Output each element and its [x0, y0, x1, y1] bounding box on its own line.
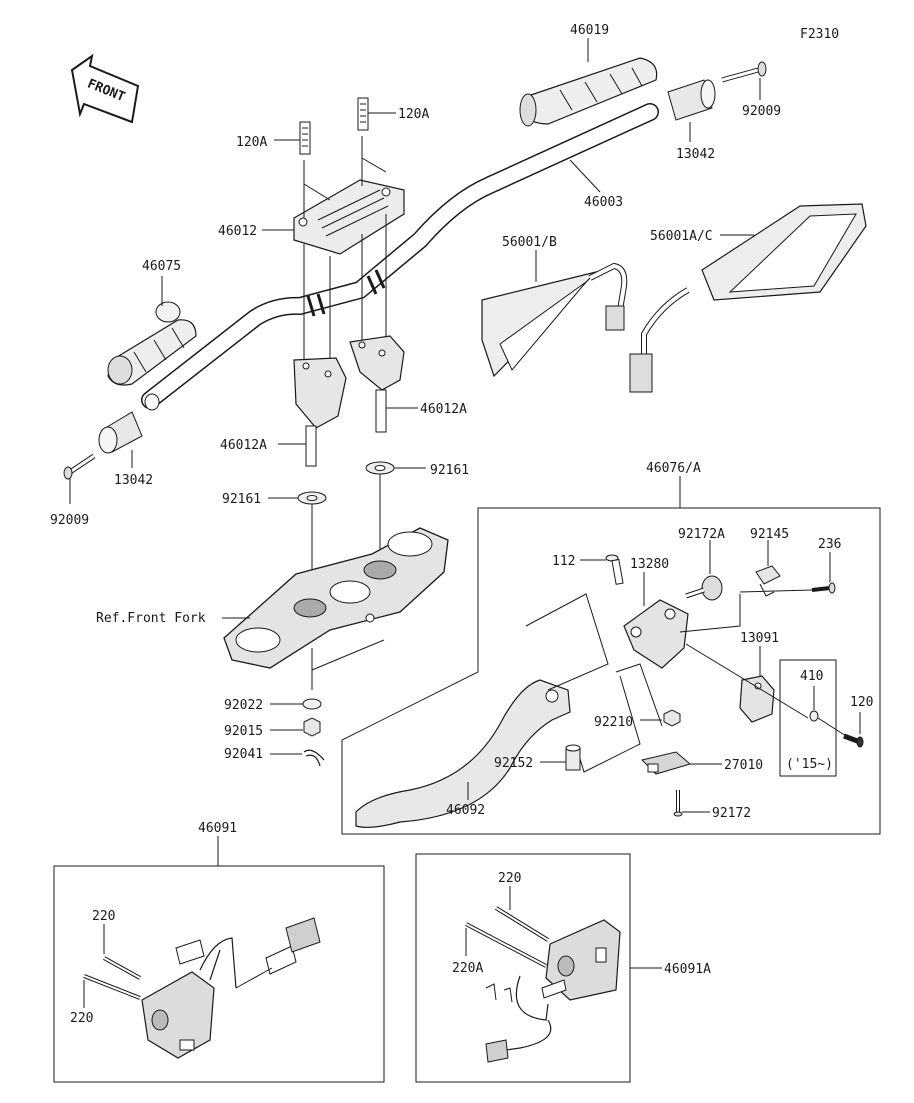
screw-220A-rh[interactable]	[465, 922, 547, 968]
label-46092: 46092	[446, 803, 485, 818]
spring-92145[interactable]	[755, 565, 781, 597]
label-46012A-left: 46012A	[220, 438, 267, 453]
label-92009-left: 92009	[50, 513, 89, 528]
left-handlebar-switch[interactable]	[141, 917, 321, 1059]
front-arrow-icon: FRONT	[70, 53, 140, 124]
label-92210: 92210	[594, 715, 633, 730]
label-13042-right: 13042	[676, 147, 715, 162]
label-220-rh: 220	[498, 871, 521, 886]
label-15: ('15~)	[786, 757, 833, 772]
left-grip-part[interactable]	[107, 301, 197, 386]
washer-410[interactable]	[809, 710, 819, 722]
year-note-box	[779, 659, 837, 777]
bolt-112[interactable]	[605, 554, 624, 585]
label-46091A: 46091A	[664, 962, 711, 977]
label-220-lh-a: 220	[92, 909, 115, 924]
upper-triple-clamp	[223, 527, 449, 669]
upper-handlebar-clamp[interactable]	[293, 179, 405, 255]
collar-92152[interactable]	[565, 744, 581, 771]
label-92161-right: 92161	[430, 463, 469, 478]
switch-holder-13091[interactable]	[739, 675, 775, 723]
label-13280: 13280	[630, 557, 669, 572]
label-92009-right: 92009	[742, 104, 781, 119]
label-46075: 46075	[142, 259, 181, 274]
upper-clamp-bolt-right[interactable]	[357, 97, 369, 131]
label-120A-right: 120A	[398, 107, 429, 122]
label-112: 112	[552, 554, 575, 569]
cotter-pin-92041[interactable]	[303, 749, 325, 767]
label-220A-rh: 220A	[452, 961, 483, 976]
label-120A-left: 120A	[236, 135, 267, 150]
right-bar-end-weight[interactable]	[667, 79, 716, 121]
washer-92161-right[interactable]	[365, 461, 395, 475]
right-grip-part[interactable]	[519, 57, 658, 127]
label-46012A-right: 46012A	[420, 402, 467, 417]
brake-switch-27010[interactable]	[641, 751, 692, 775]
label-92022: 92022	[224, 698, 263, 713]
screw-220-rh[interactable]	[494, 906, 550, 942]
label-46076A: 46076/A	[646, 461, 701, 476]
nut-92015[interactable]	[303, 717, 321, 737]
label-92145: 92145	[750, 527, 789, 542]
label-410: 410	[800, 669, 823, 684]
lh-switch-frame	[53, 865, 385, 1083]
nut-92210[interactable]	[663, 709, 681, 727]
left-bar-end-screw[interactable]	[63, 453, 96, 480]
washer-92161-left[interactable]	[297, 491, 327, 505]
lower-handlebar-holder-left[interactable]	[293, 357, 347, 467]
label-92161-left: 92161	[222, 492, 261, 507]
washer-92022[interactable]	[302, 698, 322, 710]
screw-220-lh-a[interactable]	[103, 956, 141, 980]
label-46091: 46091	[198, 821, 237, 836]
label-13091: 13091	[740, 631, 779, 646]
label-220-lh-b: 220	[70, 1011, 93, 1026]
label-ref-front-fork: Ref.Front Fork	[96, 611, 206, 626]
label-92015: 92015	[224, 724, 263, 739]
left-mirror-part[interactable]	[481, 262, 628, 378]
label-56001AC: 56001A/C	[650, 229, 713, 244]
right-handlebar-switch[interactable]	[485, 919, 621, 1063]
bolt-120[interactable]	[843, 733, 864, 748]
figure-code: F2310	[800, 27, 839, 42]
lever-assembly-frame	[341, 507, 881, 835]
label-120: 120	[850, 695, 873, 710]
label-92172: 92172	[712, 806, 751, 821]
label-46019: 46019	[570, 23, 609, 38]
screw-92172[interactable]	[673, 790, 683, 817]
label-92041: 92041	[224, 747, 263, 762]
right-mirror-part[interactable]	[629, 203, 867, 393]
label-92152: 92152	[494, 756, 533, 771]
label-56001B: 56001/B	[502, 235, 557, 250]
label-46012: 46012	[218, 224, 257, 239]
lever-holder-13280[interactable]	[623, 599, 689, 669]
handlebar-part[interactable]	[141, 103, 659, 411]
screw-220-lh-b[interactable]	[83, 974, 141, 1000]
label-13042-left: 13042	[114, 473, 153, 488]
lower-handlebar-holder-right[interactable]	[349, 335, 405, 433]
adjuster-92172A[interactable]	[685, 575, 723, 601]
label-92172A: 92172A	[678, 527, 725, 542]
left-bar-end-weight[interactable]	[98, 411, 143, 454]
right-bar-end-screw[interactable]	[721, 61, 767, 83]
screw-236[interactable]	[811, 582, 836, 594]
label-236: 236	[818, 537, 841, 552]
front-brake-lever[interactable]	[355, 679, 571, 828]
upper-clamp-bolt-left[interactable]	[299, 121, 311, 155]
label-46003: 46003	[584, 195, 623, 210]
label-27010: 27010	[724, 758, 763, 773]
